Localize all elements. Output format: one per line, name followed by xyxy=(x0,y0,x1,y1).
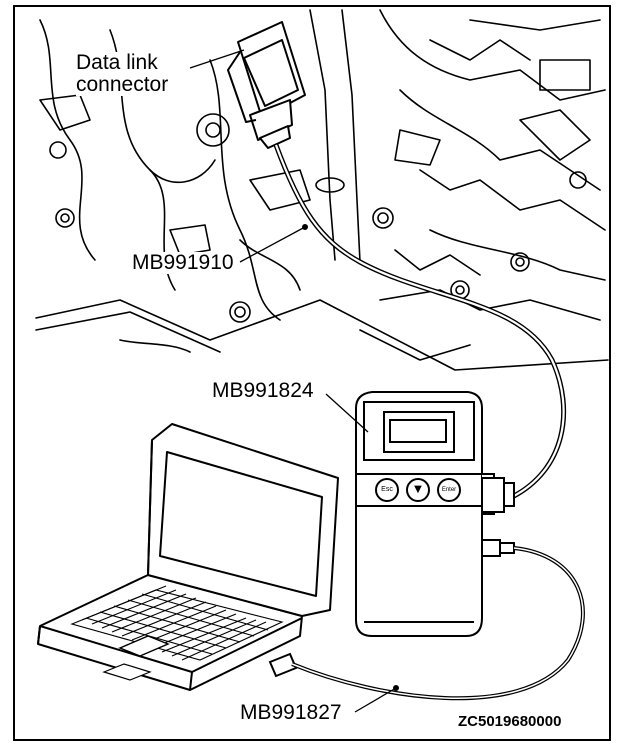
label-mb991910: MB991910 xyxy=(132,251,234,274)
vci-enter-label: Enter xyxy=(441,487,457,493)
figure-code: ZC5019680000 xyxy=(458,713,562,730)
vci-enter-button[interactable] xyxy=(437,478,461,502)
laptop-touchpad xyxy=(118,635,170,657)
label-dlc-line1: Data link xyxy=(76,51,158,74)
label-mb991827: MB991827 xyxy=(240,701,342,724)
vci-down-label: ▼ xyxy=(414,484,422,495)
vehicle-interior-background xyxy=(35,9,609,371)
laptop-pc xyxy=(37,423,339,691)
laptop-latch xyxy=(102,663,152,681)
leader-dlc xyxy=(189,49,245,69)
label-mb991824: MB991824 xyxy=(212,379,314,402)
vci-button-row xyxy=(375,478,461,502)
leader-lines xyxy=(189,49,397,713)
vci-device xyxy=(355,391,515,637)
label-dlc-line2: connector xyxy=(76,73,169,96)
vci-esc-button[interactable] xyxy=(375,478,399,502)
vci-esc-label: Esc xyxy=(381,486,393,493)
vci-down-button[interactable] xyxy=(406,478,430,502)
dlc-plug xyxy=(227,21,306,149)
leader-mb991910 xyxy=(239,226,306,263)
leader-mb991827 xyxy=(354,687,397,713)
laptop-usb-plug xyxy=(268,652,298,678)
leader-mb991824 xyxy=(325,393,369,433)
